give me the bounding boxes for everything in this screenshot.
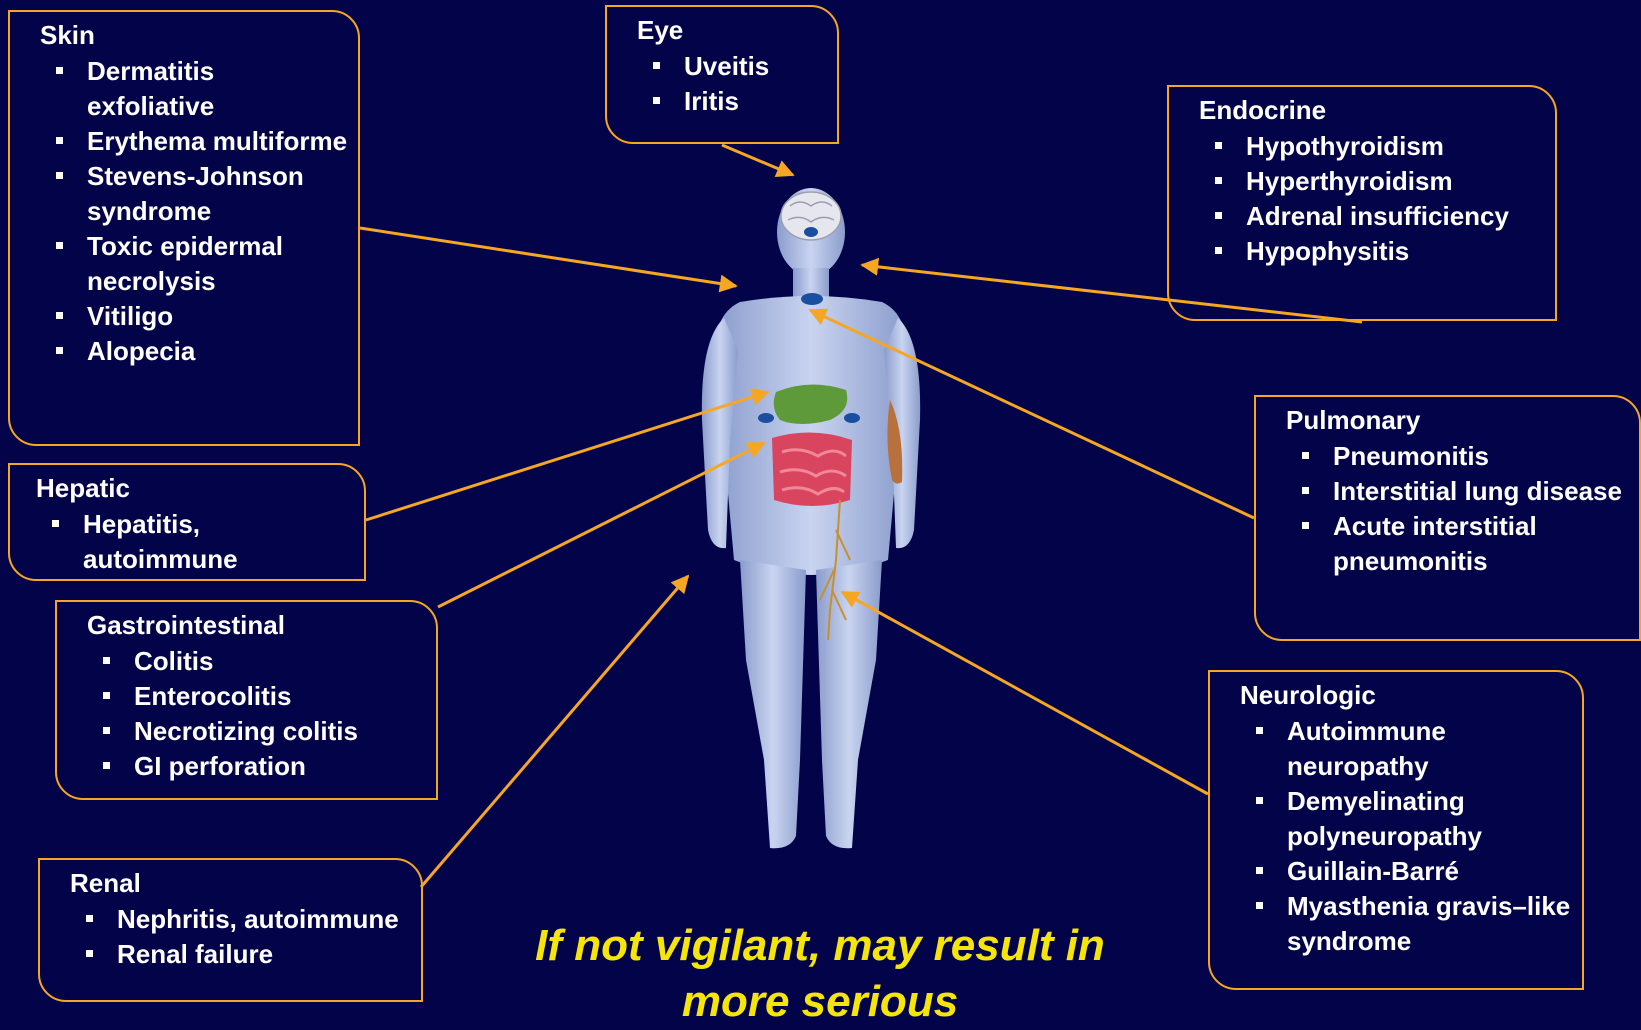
renal-list: Nephritis, autoimmune Renal failure xyxy=(70,902,411,972)
list-item: Pneumonitis xyxy=(1302,439,1629,474)
arrow-pulmonary xyxy=(810,310,1254,518)
caption-text: If not vigilant, may result in more seri… xyxy=(520,918,1120,1030)
list-item: Myasthenia gravis–like syndrome xyxy=(1256,889,1572,959)
arrow-renal xyxy=(421,576,688,887)
renal-title: Renal xyxy=(70,866,411,900)
list-item: Necrotizing colitis xyxy=(103,714,426,749)
skin-box: Skin Dermatitis exfoliative Erythema mul… xyxy=(8,10,360,446)
arrow-eye xyxy=(722,145,793,175)
arrow-neurologic xyxy=(842,592,1208,794)
list-item: Dermatitis exfoliative xyxy=(56,54,348,124)
gastrointestinal-title: Gastrointestinal xyxy=(87,608,426,642)
pulmonary-title: Pulmonary xyxy=(1286,403,1629,437)
arrow-hepatic xyxy=(366,392,768,520)
list-item: Stevens-Johnson syndrome xyxy=(56,159,348,229)
renal-box: Renal Nephritis, autoimmune Renal failur… xyxy=(38,858,423,1002)
skin-title: Skin xyxy=(40,18,348,52)
gastrointestinal-list: Colitis Enterocolitis Necrotizing coliti… xyxy=(87,644,426,784)
list-item: GI perforation xyxy=(103,749,426,784)
arrow-gastrointestinal xyxy=(438,443,764,607)
list-item: Demyelinating polyneuropathy xyxy=(1256,784,1572,854)
neurologic-list: Autoimmune neuropathy Demyelinating poly… xyxy=(1240,714,1572,959)
list-item: Nephritis, autoimmune xyxy=(86,902,411,937)
pulmonary-list: Pneumonitis Interstitial lung disease Ac… xyxy=(1286,439,1629,579)
list-item: Hypophysitis xyxy=(1215,234,1545,269)
list-item: Hepatitis, autoimmune xyxy=(52,507,354,577)
list-item: Iritis xyxy=(653,84,827,119)
neurologic-box: Neurologic Autoimmune neuropathy Demyeli… xyxy=(1208,670,1584,990)
list-item: Interstitial lung disease xyxy=(1302,474,1629,509)
eye-title: Eye xyxy=(637,13,827,47)
list-item: Autoimmune neuropathy xyxy=(1256,714,1572,784)
list-item: Erythema multiforme xyxy=(56,124,348,159)
gastrointestinal-box: Gastrointestinal Colitis Enterocolitis N… xyxy=(55,600,438,800)
list-item: Hyperthyroidism xyxy=(1215,164,1545,199)
skin-list: Dermatitis exfoliative Erythema multifor… xyxy=(40,54,348,369)
list-item: Guillain-Barré xyxy=(1256,854,1572,889)
arrow-skin xyxy=(360,228,736,286)
endocrine-list: Hypothyroidism Hyperthyroidism Adrenal i… xyxy=(1199,129,1545,269)
endocrine-title: Endocrine xyxy=(1199,93,1545,127)
list-item: Alopecia xyxy=(56,334,348,369)
hepatic-list: Hepatitis, autoimmune xyxy=(36,507,354,577)
list-item: Enterocolitis xyxy=(103,679,426,714)
list-item: Adrenal insufficiency xyxy=(1215,199,1545,234)
list-item: Colitis xyxy=(103,644,426,679)
list-item: Renal failure xyxy=(86,937,411,972)
list-item: Toxic epidermal necrolysis xyxy=(56,229,348,299)
list-item: Uveitis xyxy=(653,49,827,84)
hepatic-box: Hepatic Hepatitis, autoimmune xyxy=(8,463,366,581)
hepatic-title: Hepatic xyxy=(36,471,354,505)
neurologic-title: Neurologic xyxy=(1240,678,1572,712)
eye-box: Eye Uveitis Iritis xyxy=(605,5,839,144)
pulmonary-box: Pulmonary Pneumonitis Interstitial lung … xyxy=(1254,395,1641,641)
list-item: Acute interstitial pneumonitis xyxy=(1302,509,1629,579)
list-item: Vitiligo xyxy=(56,299,348,334)
list-item: Hypothyroidism xyxy=(1215,129,1545,164)
endocrine-box: Endocrine Hypothyroidism Hyperthyroidism… xyxy=(1167,85,1557,321)
eye-list: Uveitis Iritis xyxy=(637,49,827,119)
